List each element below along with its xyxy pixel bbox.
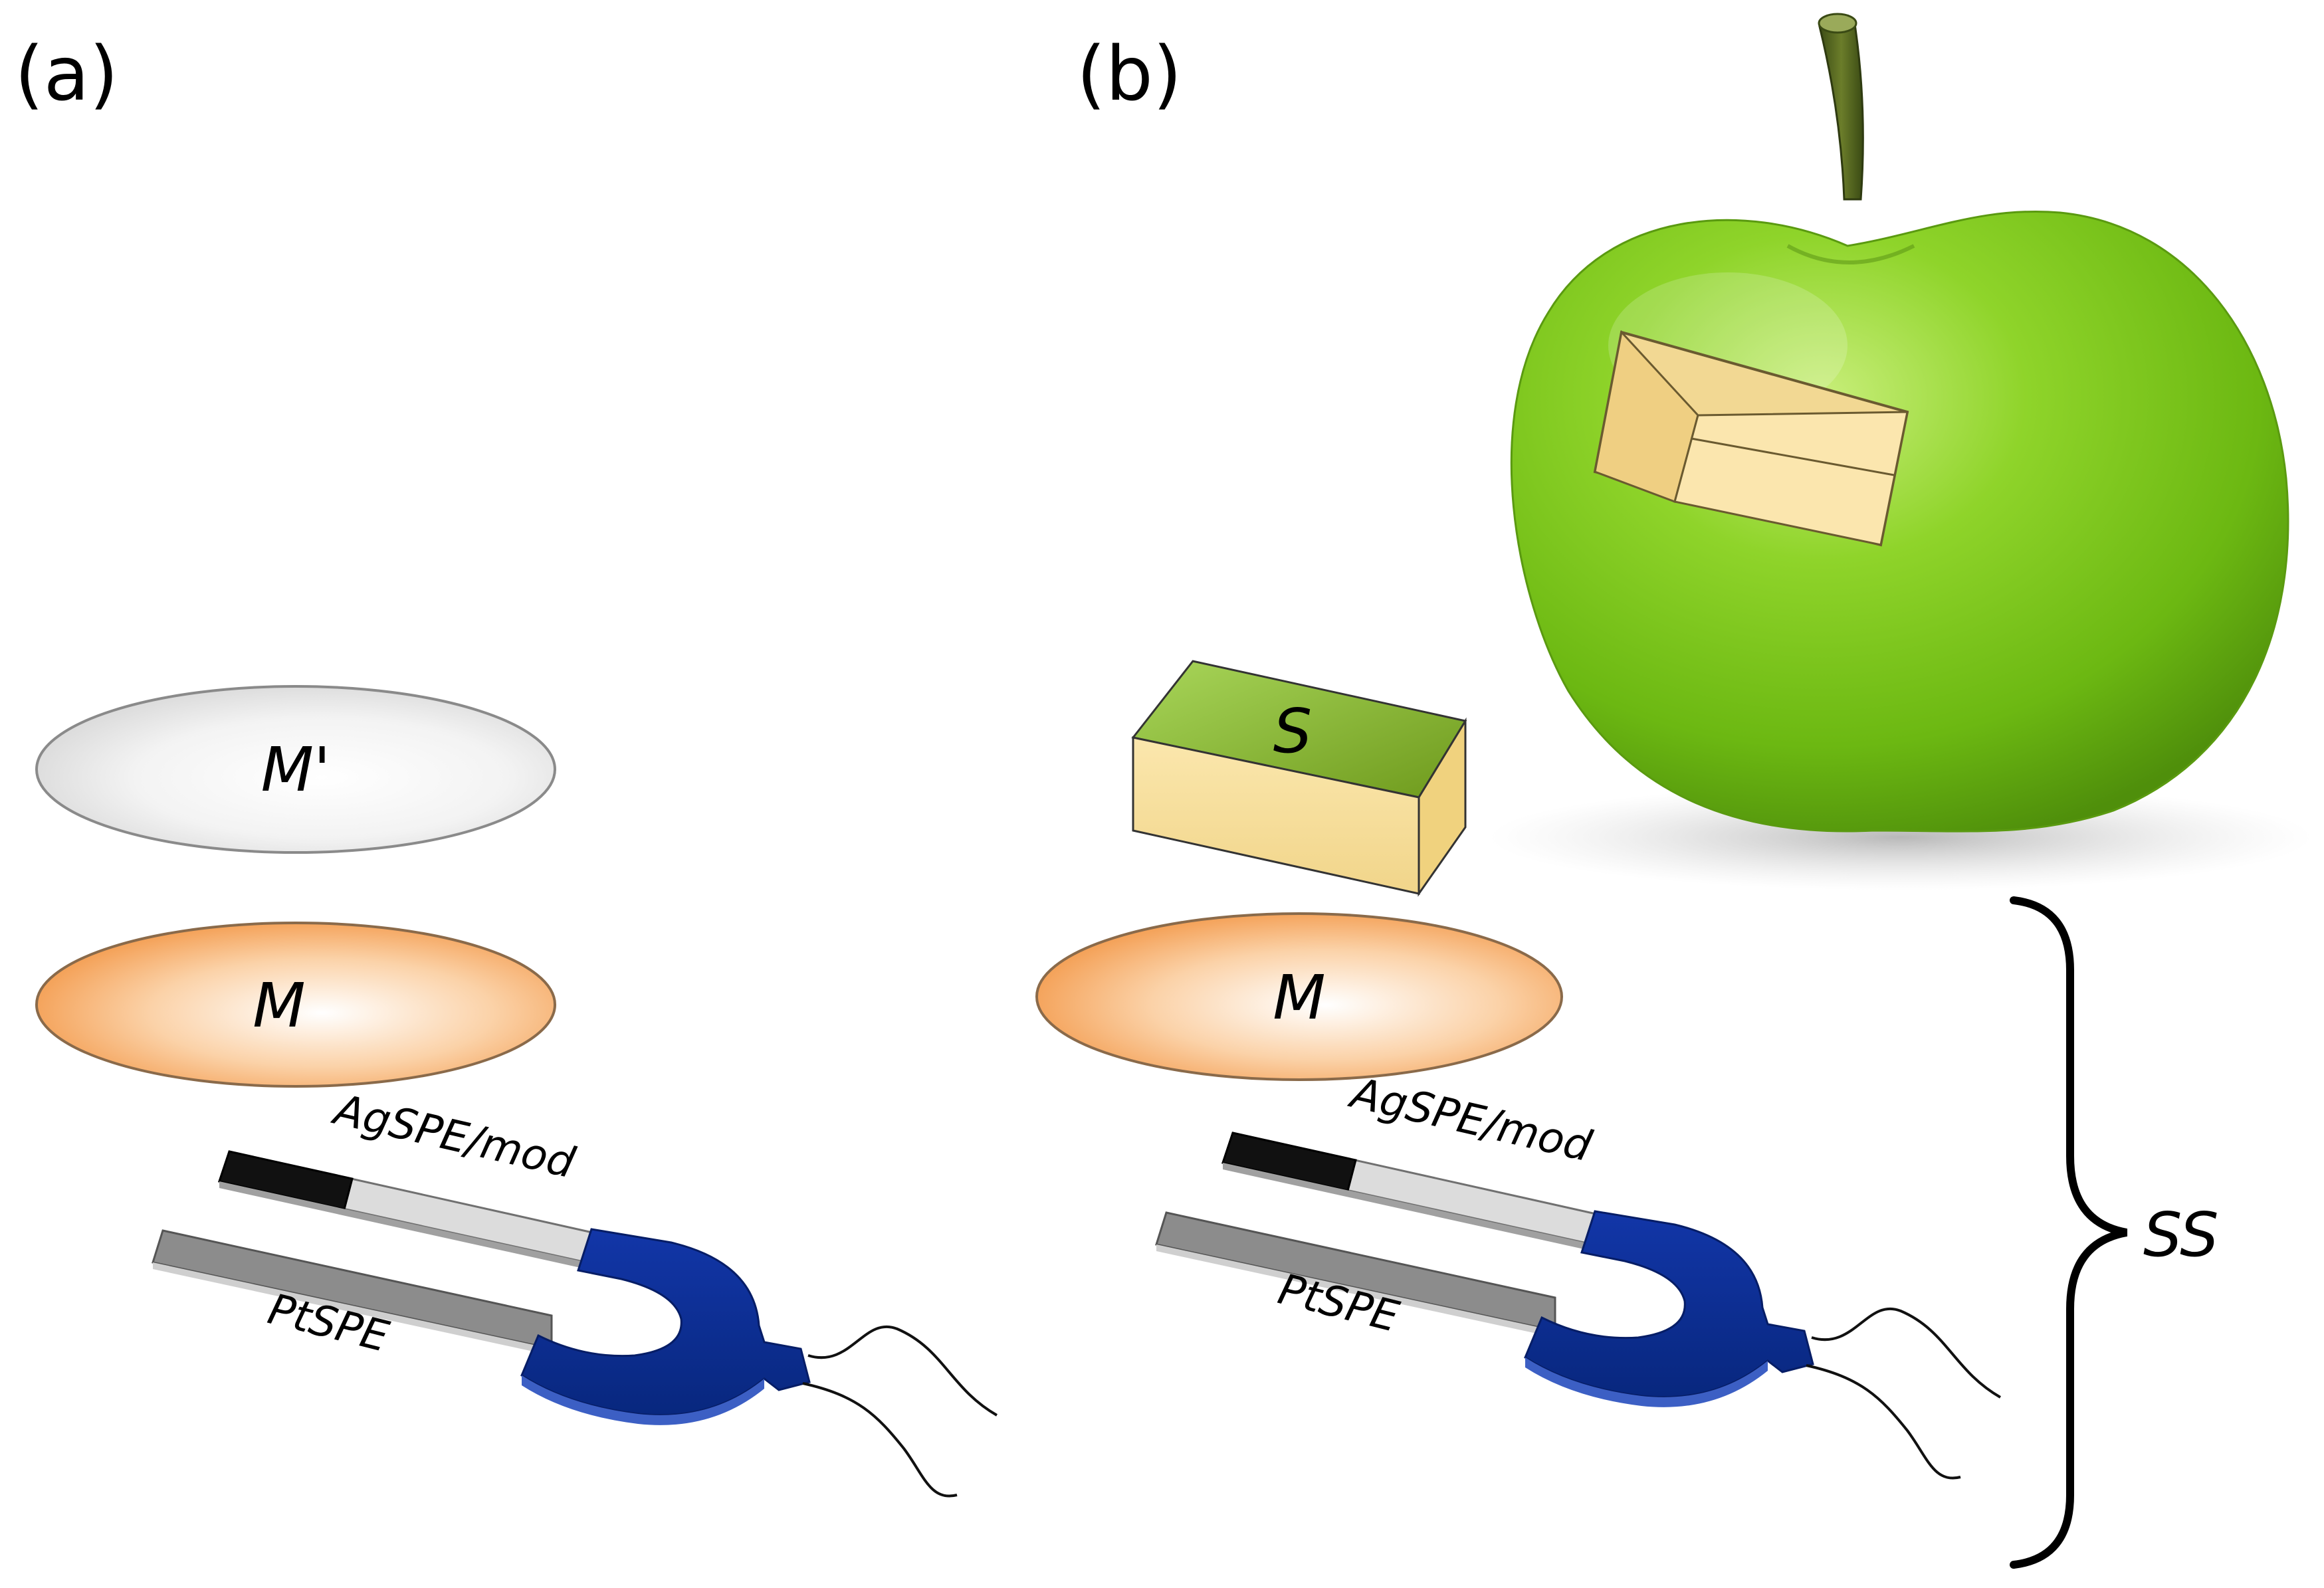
sample-block: S — [1131, 660, 1467, 897]
membrane-m-b: M — [1035, 912, 1563, 1081]
sample-label: S — [1273, 696, 1312, 767]
apple-icon — [1489, 13, 2313, 890]
electrode-assembly-b — [1155, 1132, 2001, 1480]
apple-cavity — [1593, 330, 1909, 547]
panel-a-label: (a) — [15, 31, 118, 118]
bracket-label: SS — [2143, 1199, 2219, 1270]
panel-b-label: (b) — [1077, 31, 1182, 118]
membrane-m-a-label: M — [253, 970, 305, 1041]
membrane-m-b-label: M — [1273, 962, 1325, 1033]
curly-bracket — [2010, 896, 2128, 1569]
membrane-m-prime-label: M' — [261, 734, 331, 805]
wire-2 — [802, 1382, 958, 1498]
wire-1 — [807, 1325, 998, 1417]
apple-stem — [1818, 19, 1864, 201]
electrode-assembly-a — [152, 1150, 998, 1498]
sample-side-face — [1418, 717, 1467, 897]
agspe-label-b: AgSPE/mod — [1344, 1068, 1596, 1172]
membrane-m-a: M — [35, 922, 556, 1088]
agspe-label-a: AgSPE/mod — [328, 1085, 580, 1189]
membrane-m-prime: M' — [35, 685, 556, 854]
